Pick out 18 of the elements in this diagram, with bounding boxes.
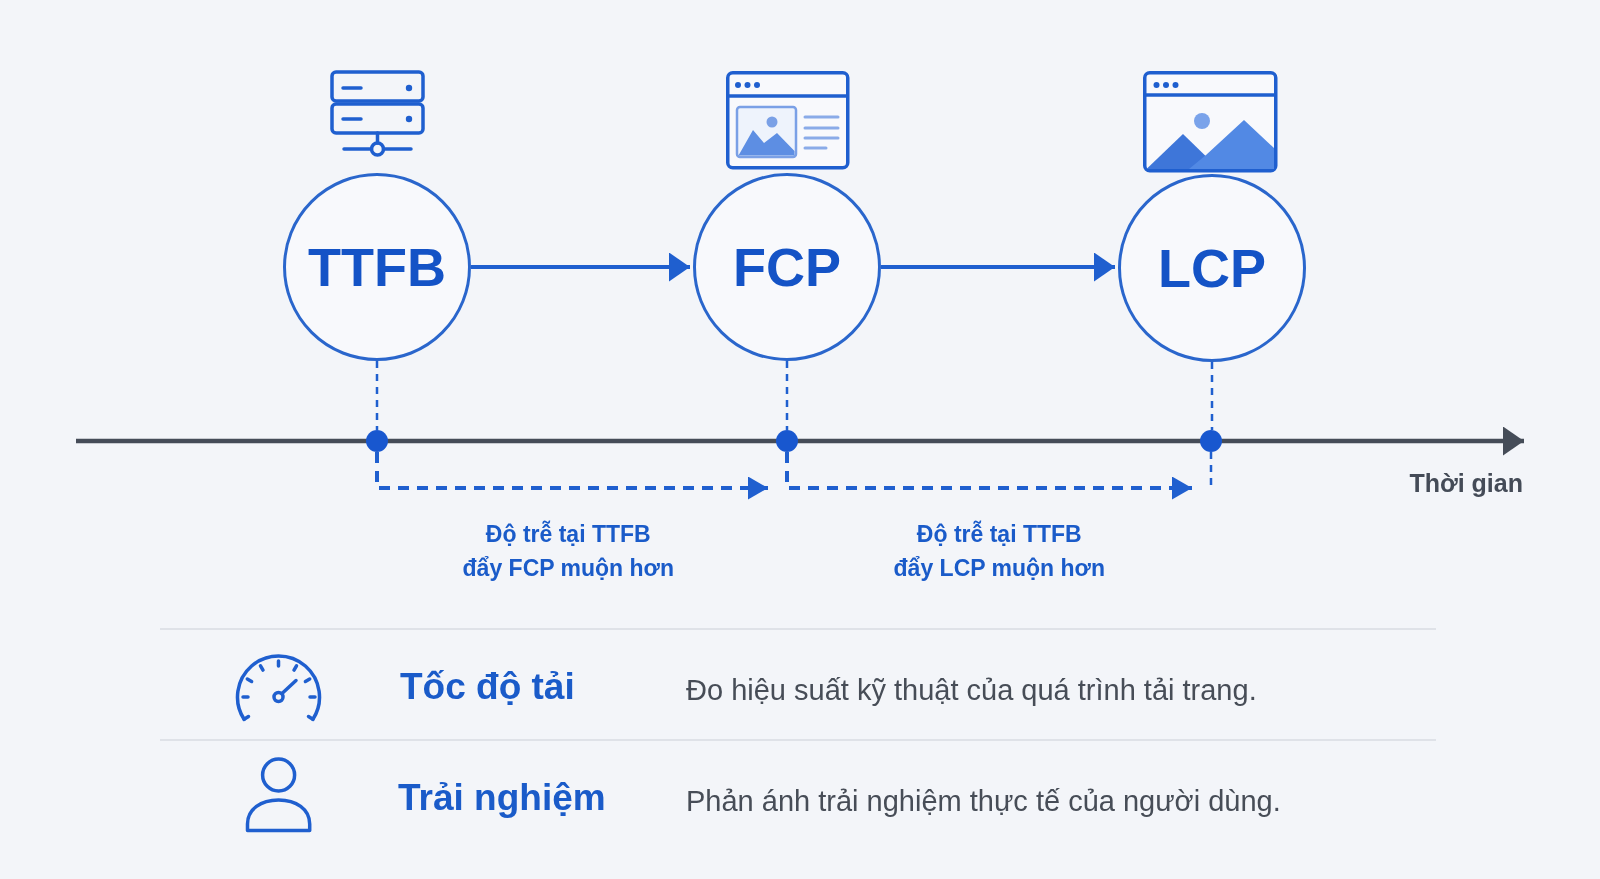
timeline-dot: [776, 430, 798, 452]
dashed-arrow: [375, 452, 768, 500]
timeline-dot: [366, 430, 388, 452]
metric-label: LCP: [1158, 241, 1266, 295]
metric-label: TTFB: [308, 240, 446, 294]
timeline-dot: [1200, 430, 1222, 452]
arrow: [471, 252, 690, 282]
row-heading: Trải nghiệm: [398, 776, 606, 820]
row-description: Phản ánh trải nghiệm thực tế của người dùng.: [686, 784, 1281, 819]
dashed-line: [785, 361, 789, 430]
dashed-line: [375, 361, 379, 430]
axis-label: Thời gian: [1409, 468, 1523, 498]
row-description: Đo hiệu suất kỹ thuật của quá trình tải trang.: [686, 673, 1257, 708]
arrow: [881, 252, 1115, 282]
dashed-arrow: [785, 452, 1192, 500]
dashed-line: [1210, 362, 1214, 430]
metric-label: FCP: [733, 240, 841, 294]
row-heading: Tốc độ tải: [400, 665, 575, 709]
